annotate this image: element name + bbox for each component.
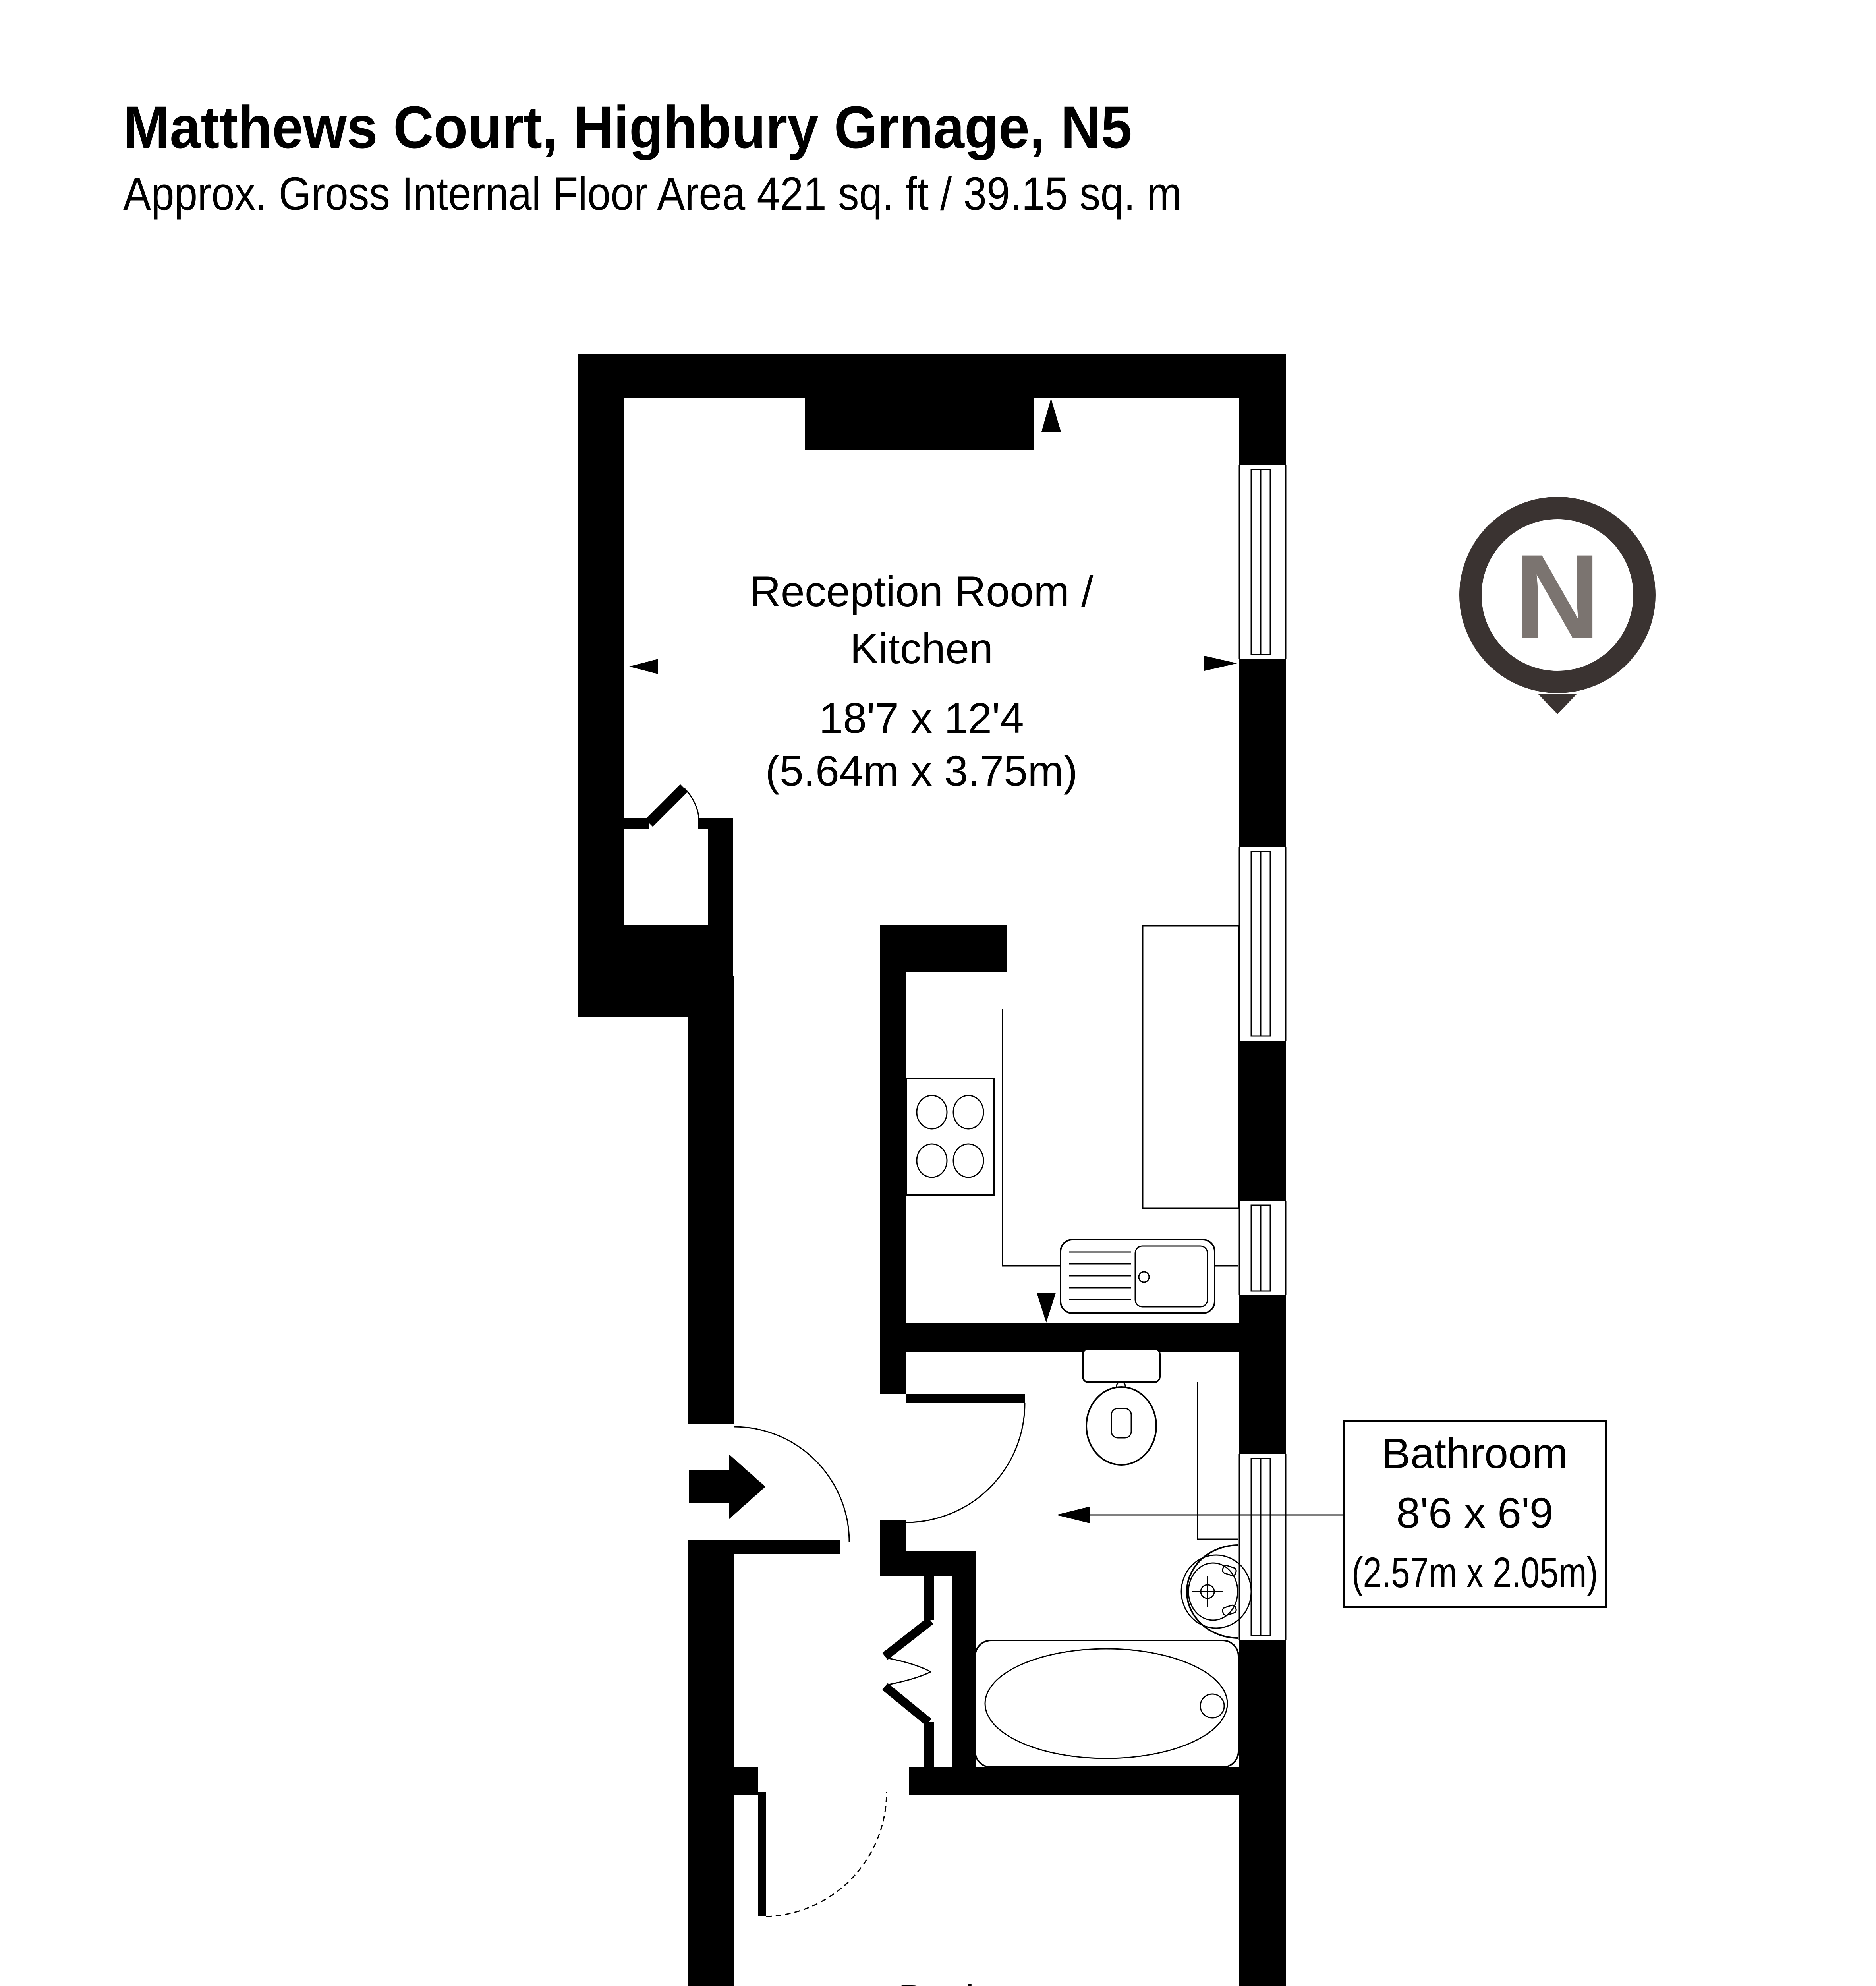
bathroom-label-callout: Bathroom 8'6 x 6'9 (2.57m x 2.05m) [1056, 1420, 1607, 1608]
reception-dims-imperial: 18'7 x 12'4 [819, 694, 1024, 742]
closet [624, 784, 733, 925]
sink-icon [1060, 1239, 1215, 1314]
bathtub-icon [974, 1640, 1239, 1768]
compass-north-letter: N [1515, 529, 1601, 663]
window-icon [1238, 1201, 1287, 1295]
reception-name-line1: Reception Room / [750, 567, 1093, 615]
outer-walls [578, 354, 1286, 1986]
kitchen-fixtures [906, 925, 1239, 1314]
reception-dims-metric: (5.64m x 3.75m) [765, 747, 1078, 795]
bedroom-name: Bedroom [898, 1976, 1072, 1986]
counter-edge [1002, 1009, 1238, 1267]
cupboard-bifold-door-icon [882, 1617, 933, 1726]
window-icon [1238, 1454, 1287, 1640]
closet-door-icon [645, 784, 700, 827]
basin-icon [1180, 1544, 1252, 1639]
reception-room-label: Reception Room / Kitchen 18'7 x 12'4 (5.… [750, 567, 1093, 795]
bathroom-dims-metric: (2.57m x 2.05m) [1352, 1548, 1598, 1596]
bedroom-door [758, 1792, 887, 1917]
bathroom-dims-imperial: 8'6 x 6'9 [1396, 1489, 1553, 1537]
arrow-right-icon [1204, 656, 1237, 671]
compass-icon: N [1459, 497, 1656, 714]
reception-name-line2: Kitchen [850, 624, 993, 672]
arrow-left-icon [1056, 1507, 1090, 1523]
hob-icon [906, 1078, 995, 1196]
toilet-icon [1082, 1348, 1161, 1466]
entrance-door-swing [734, 1426, 850, 1542]
entrance [689, 1426, 850, 1542]
arrow-up-icon [1041, 398, 1061, 432]
arrow-left-icon [629, 659, 658, 674]
bathroom-label-box [1343, 1420, 1607, 1608]
bathroom-name: Bathroom [1382, 1429, 1568, 1477]
interior-walls [688, 398, 1286, 1795]
ledge-line [1197, 1382, 1238, 1540]
bathroom-fixtures [974, 1348, 1252, 1768]
windows [1238, 465, 1287, 1640]
counter-unit [1142, 925, 1239, 1209]
window-icon [1238, 847, 1287, 1041]
bathroom-door [905, 1394, 1026, 1523]
window-icon [1238, 465, 1287, 659]
measurement-arrows [629, 398, 1237, 1323]
page-subtitle: Approx. Gross Internal Floor Area 421 sq… [123, 168, 1182, 220]
page-title: Matthews Court, Highbury Grnage, N5 [123, 94, 1132, 160]
bedroom-label: Bedroom 11'5 x 10'3 (3.45m x 3.10m) [898, 1976, 1072, 1986]
arrow-down-icon [1037, 1293, 1056, 1323]
entrance-arrow-icon [689, 1454, 765, 1519]
